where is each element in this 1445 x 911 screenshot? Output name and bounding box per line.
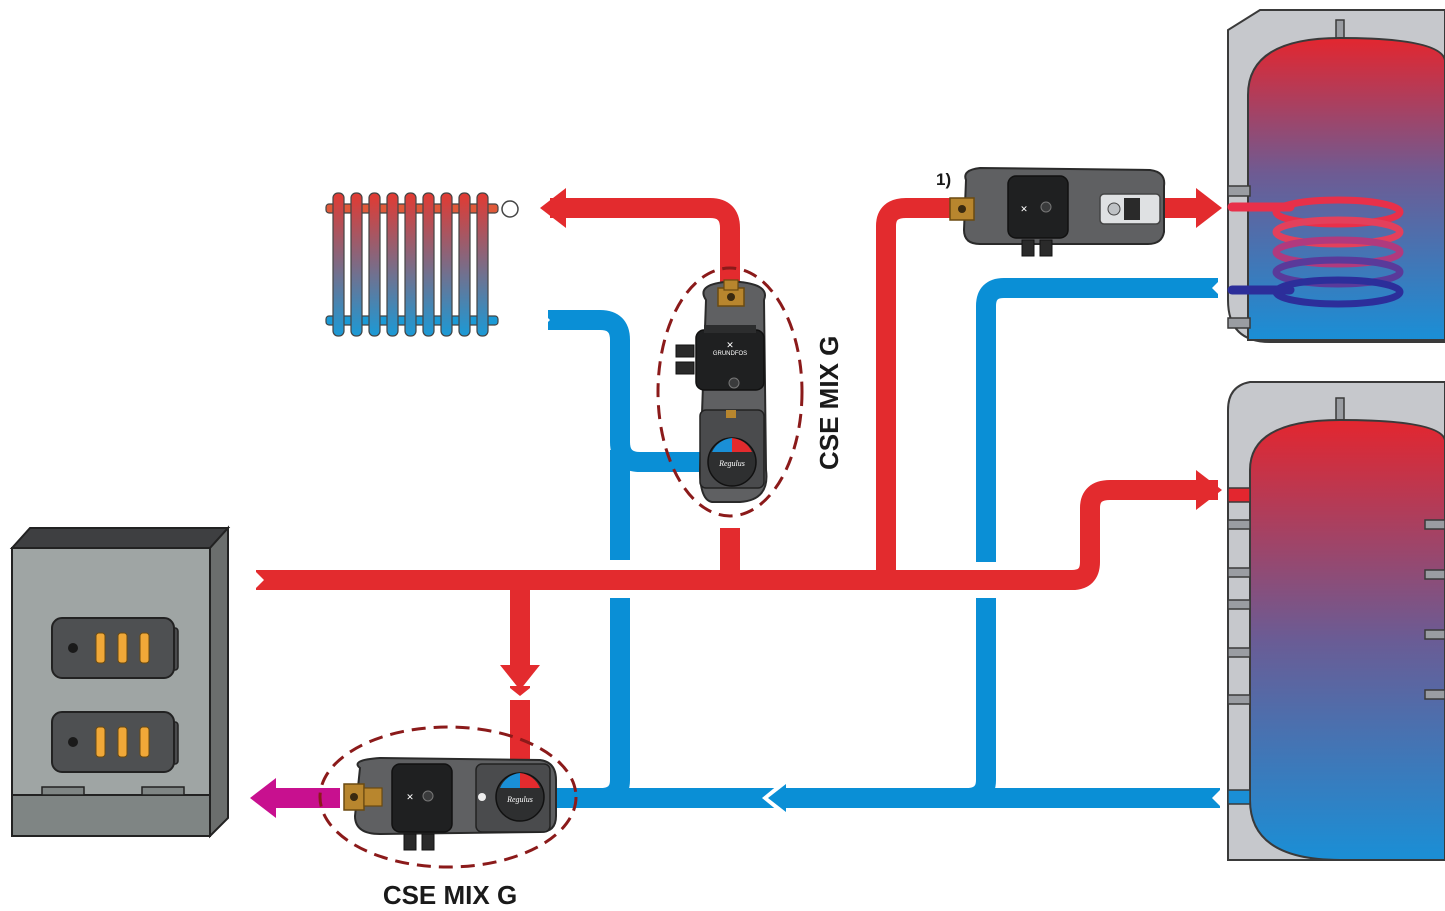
pump-logo-icon: ✕ xyxy=(726,340,734,350)
regulus-valve-bottom: Regulus xyxy=(475,763,551,833)
grundfos-pump-bottom: ✕ xyxy=(391,763,453,851)
cse-mix-bottom-highlight-ring xyxy=(318,725,578,869)
boiler-door-upper xyxy=(51,617,179,679)
return-riser-lower xyxy=(548,598,630,808)
radiator xyxy=(325,192,519,337)
cse-mix-top-highlight-ring xyxy=(656,266,804,518)
buffer-tank xyxy=(1227,381,1445,861)
return-pipes xyxy=(548,278,1220,808)
pump-logo-icon-dhw: ✕ xyxy=(1020,204,1028,214)
flow-arrows xyxy=(250,188,1222,818)
heating-flow-upper xyxy=(550,198,740,285)
grundfos-pump-top: GRUNDFOS ✕ xyxy=(675,325,765,391)
arrow-to-radiator-icon xyxy=(540,188,566,228)
arrow-to-buffer-tank-icon xyxy=(1196,470,1222,510)
pump-logo-icon-bottom: ✕ xyxy=(406,792,414,802)
dhw-return-pipe-lower xyxy=(965,598,996,808)
grundfos-pump-dhw: ✕ xyxy=(1007,175,1069,257)
heat-exchanger-coil xyxy=(1227,196,1404,308)
valve-brand-label-bottom: Regulus xyxy=(506,795,533,804)
dhw-flow-pipe xyxy=(876,198,950,580)
dhw-return-pipe-upper xyxy=(976,278,1218,562)
arrow-down-bypass-icon xyxy=(500,665,540,690)
valve-brand-label: Regulus xyxy=(718,459,745,468)
cse-mix-unit-top: GRUNDFOS ✕ Regulus xyxy=(656,266,804,518)
cse-mix-bottom-label: CSE MIX G xyxy=(383,880,517,910)
arrow-to-dhw-tank-icon xyxy=(1196,188,1222,228)
cse-mix-top-label: CSE MIX G xyxy=(814,336,844,470)
boiler-door-lower xyxy=(51,711,179,773)
cse-mix-unit-bottom: ✕ Regulus xyxy=(318,725,578,869)
dhw-tank xyxy=(1227,9,1445,343)
footnote-marker: 1) xyxy=(936,170,951,189)
ball-valve-dhw xyxy=(1099,193,1161,225)
radiator-valve-icon xyxy=(501,200,519,218)
main-flow-pipe xyxy=(256,480,1218,590)
dhw-pump-unit: ✕ xyxy=(949,166,1166,257)
radiator-return-pipe xyxy=(548,310,704,472)
pump-brand-label: GRUNDFOS xyxy=(713,351,747,357)
buffer-tank-vessel xyxy=(1249,418,1445,861)
arrow-to-boiler-icon xyxy=(250,778,276,818)
regulus-valve-top: Regulus xyxy=(699,409,765,489)
boiler xyxy=(9,525,231,839)
